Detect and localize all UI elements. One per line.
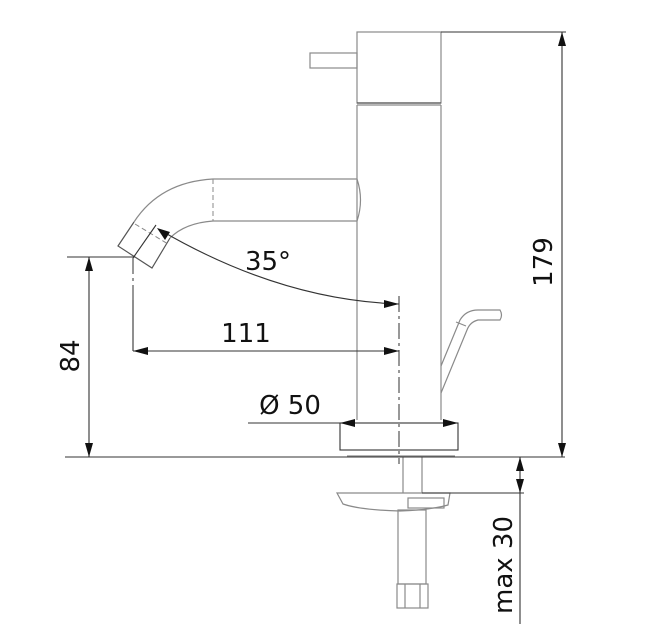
dimension-spout-angle: 35° bbox=[132, 224, 400, 308]
spout-angle-label: 35° bbox=[245, 247, 291, 277]
top-stub bbox=[309, 52, 358, 69]
dimension-spout-reach: 111 bbox=[132, 300, 399, 355]
mounting-fitting bbox=[335, 456, 451, 609]
cartridge-housing bbox=[356, 31, 442, 104]
dimension-total-height: 179 bbox=[441, 31, 566, 457]
spout bbox=[117, 178, 362, 269]
dimension-base-diameter: Ø 50 bbox=[248, 391, 458, 427]
deck-thickness-label: max 30 bbox=[489, 516, 519, 614]
dimension-spout-height: 84 bbox=[56, 256, 135, 457]
faucet-body bbox=[309, 31, 442, 420]
spout-reach-label: 111 bbox=[221, 319, 271, 349]
dimension-deck-thickness: max 30 bbox=[422, 457, 524, 624]
total-height-label: 179 bbox=[529, 237, 559, 287]
lever-handle bbox=[440, 309, 503, 394]
base-diameter-label: Ø 50 bbox=[259, 391, 321, 421]
spout-height-label: 84 bbox=[56, 339, 86, 372]
